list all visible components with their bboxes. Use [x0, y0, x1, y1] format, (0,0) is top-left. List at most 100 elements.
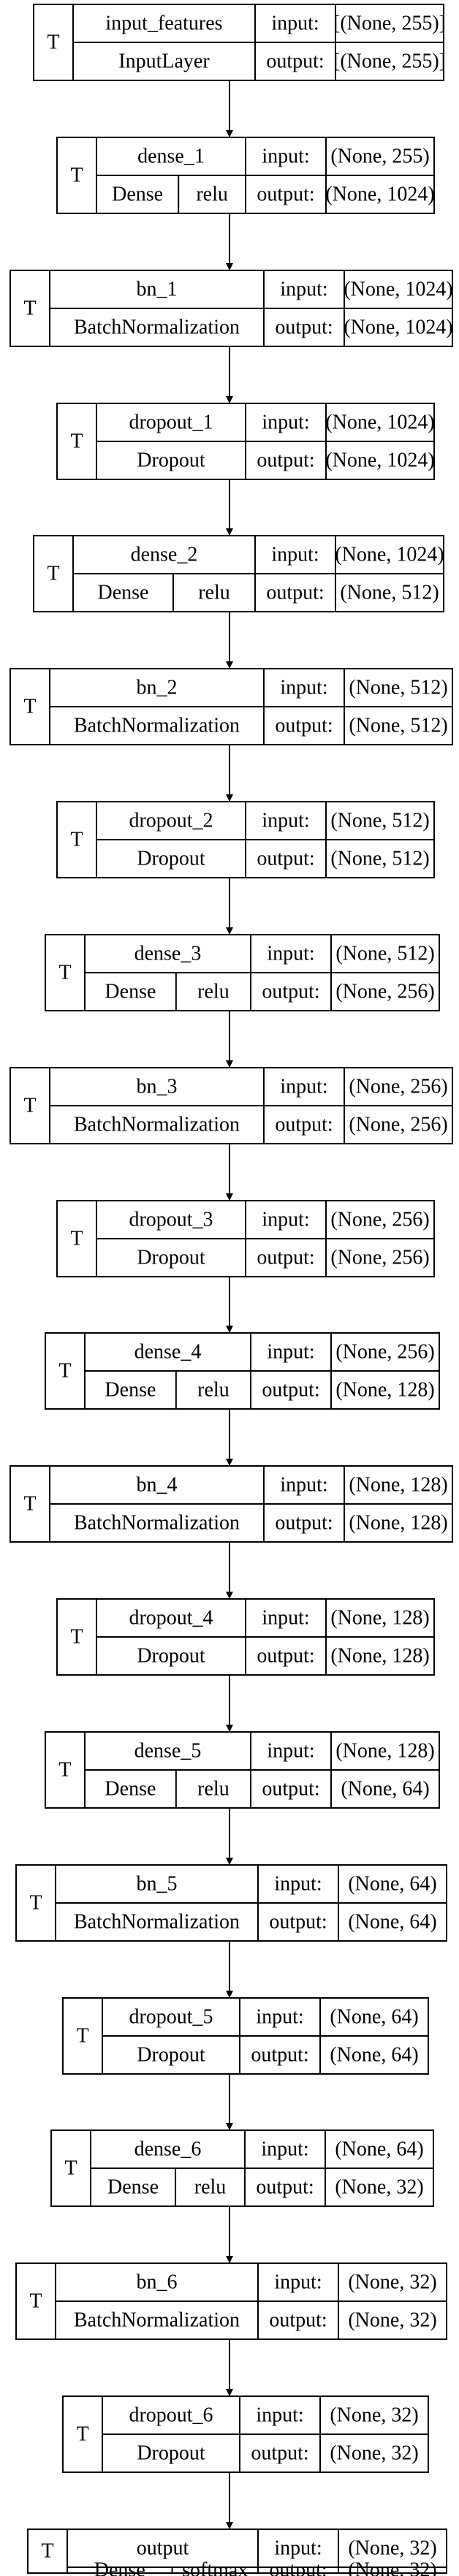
type-marker: T: [76, 2423, 88, 2446]
output-shape: (None, 128): [349, 1512, 447, 1535]
layer-box: [27, 2528, 447, 2574]
output-shape: (None, 256): [330, 1247, 429, 1269]
type-marker: T: [70, 1626, 83, 1649]
type-marker: T: [47, 31, 59, 54]
output-label: output:: [269, 1911, 327, 1934]
input-shape: (None, 64): [335, 2138, 423, 2161]
output-shape: (None, 64): [341, 1778, 429, 1801]
output-shape: (None, 256): [349, 1114, 447, 1136]
input-shape: (None, 256): [330, 1209, 429, 1231]
type-marker: T: [70, 1228, 83, 1250]
layer-kind: InputLayer: [118, 50, 210, 73]
input-shape: (None, 255): [330, 145, 429, 168]
layer-name: dropout_3: [129, 1209, 213, 1231]
output-label: output:: [257, 1247, 314, 1269]
output-label: output:: [266, 582, 324, 604]
input-label: input:: [262, 1607, 309, 1630]
type-marker: T: [76, 2025, 88, 2048]
output-shape: [(None, 255)]: [333, 50, 446, 73]
output-label: output:: [275, 1114, 333, 1136]
input-shape: (None, 1024): [335, 544, 444, 566]
layer-kind: BatchNormalization: [74, 1911, 240, 1934]
layer-name: dense_6: [134, 2138, 202, 2161]
output-shape: (None, 32): [330, 2442, 418, 2465]
output-label: output:: [275, 316, 333, 339]
output-label: output:: [256, 2176, 314, 2199]
layer-kind: Dropout: [137, 848, 205, 870]
type-marker: T: [29, 1892, 42, 1915]
layer-kind: Dropout: [137, 2044, 205, 2067]
output-label: output:: [275, 1512, 333, 1535]
output-shape: (None, 1024): [325, 183, 434, 206]
layer-name: input_features: [105, 12, 222, 35]
type-marker: T: [58, 1360, 71, 1383]
output-shape: (None, 32): [348, 2559, 436, 2576]
layer-kind: Dense: [97, 582, 148, 604]
type-marker: T: [23, 696, 36, 718]
output-label: output:: [251, 2442, 308, 2465]
layer-kind: Dropout: [137, 449, 205, 472]
layer-activation: relu: [197, 981, 230, 1003]
layer-kind: Dropout: [137, 1247, 205, 1269]
output-label: output:: [257, 183, 314, 206]
output-shape: (None, 64): [348, 1911, 436, 1934]
layer-activation: relu: [198, 582, 230, 604]
layer-activation: relu: [196, 183, 228, 206]
input-label: input:: [261, 2138, 308, 2161]
layer-activation: softmax: [182, 2559, 248, 2576]
layer-name: dropout_4: [129, 1607, 213, 1630]
input-shape: (None, 32): [330, 2404, 418, 2427]
input-label: input:: [262, 1209, 309, 1231]
output-shape: (None, 1024): [344, 316, 452, 339]
input-label: input:: [271, 544, 319, 566]
output-shape: (None, 256): [335, 981, 434, 1003]
output-shape: (None, 512): [340, 582, 439, 604]
layer-name: bn_3: [137, 1076, 178, 1098]
output-shape: (None, 512): [349, 715, 447, 737]
output-label: output:: [262, 981, 319, 1003]
type-marker: T: [23, 1095, 36, 1117]
input-shape: (None, 512): [330, 810, 429, 832]
input-label: input:: [280, 1474, 327, 1497]
type-marker: T: [23, 1493, 36, 1516]
input-shape: (None, 1024): [325, 411, 434, 434]
input-shape: (None, 1024): [344, 278, 452, 301]
layer-name: bn_1: [137, 278, 178, 301]
output-label: output:: [275, 715, 333, 737]
type-marker: T: [70, 829, 83, 851]
output-label: output:: [257, 848, 314, 870]
output-label: output:: [262, 1379, 319, 1402]
type-marker: T: [23, 297, 36, 320]
layer-kind: BatchNormalization: [74, 1114, 240, 1136]
layer-kind: Dropout: [137, 1645, 205, 1668]
type-marker: T: [70, 430, 83, 453]
output-shape: (None, 128): [330, 1645, 429, 1668]
input-label: input:: [280, 1076, 327, 1098]
input-label: input:: [262, 810, 309, 832]
type-marker: T: [41, 2540, 53, 2563]
input-shape: (None, 64): [330, 2006, 418, 2029]
layer-name: bn_4: [137, 1474, 178, 1497]
type-marker: T: [58, 1759, 71, 1782]
input-shape: (None, 512): [349, 677, 447, 699]
output-shape: (None, 128): [335, 1379, 434, 1402]
layer-name: dense_4: [134, 1341, 202, 1364]
output-label: output:: [257, 1645, 314, 1668]
output-label: output:: [269, 2309, 327, 2332]
output-label: output:: [266, 50, 324, 73]
layer-kind: Dense: [107, 2176, 159, 2199]
output-shape: (None, 512): [330, 848, 429, 870]
input-shape: (None, 128): [330, 1607, 429, 1630]
layer-name: output: [137, 2537, 189, 2560]
